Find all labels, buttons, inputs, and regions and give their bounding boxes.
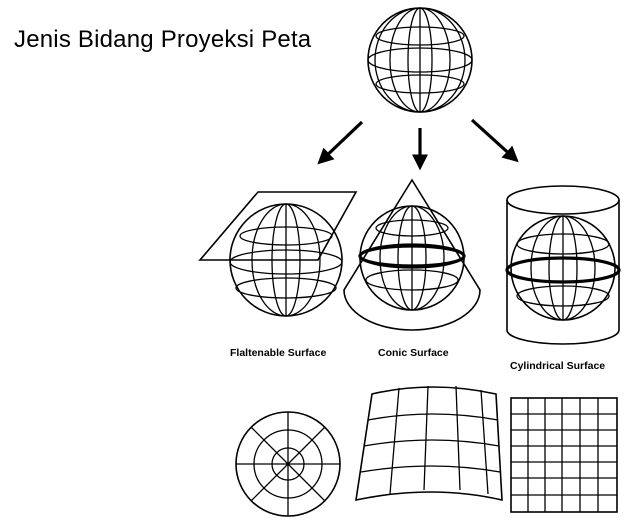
arrow-right bbox=[470, 118, 519, 163]
cylindrical-grid bbox=[510, 397, 618, 513]
azimuthal-grid bbox=[235, 411, 341, 517]
flattenable-surface bbox=[198, 191, 358, 317]
page-title: Jenis Bidang Proyeksi Peta bbox=[14, 26, 312, 53]
arrow-left bbox=[317, 120, 364, 165]
conic-grid bbox=[355, 385, 503, 502]
source-globe bbox=[367, 7, 473, 113]
cylindrical-surface bbox=[505, 185, 621, 345]
arrows bbox=[317, 118, 519, 171]
label-conic: Conic Surface bbox=[378, 347, 449, 359]
label-flattenable: Flaltenable Surface bbox=[230, 347, 326, 359]
conic-surface bbox=[343, 178, 481, 331]
label-cylindrical: Cylindrical Surface bbox=[510, 360, 605, 372]
